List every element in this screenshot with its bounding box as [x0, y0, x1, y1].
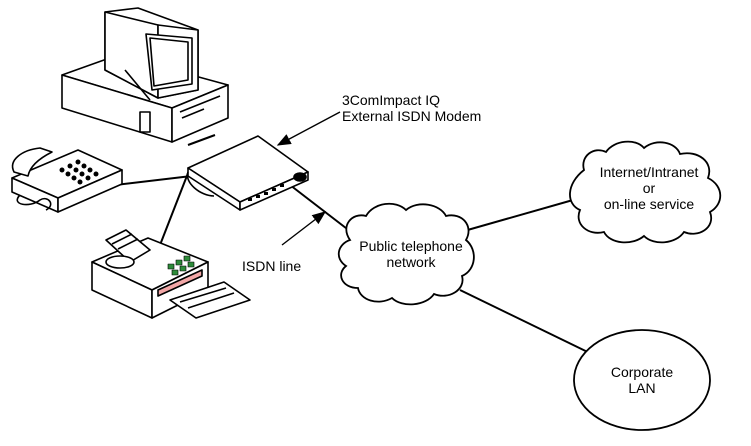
fax-machine-icon [91, 229, 251, 319]
pstn-label-line1: Public telephone [359, 238, 463, 254]
modem-label: 3ComImpact IQ External ISDN Modem [342, 92, 481, 124]
lan-ellipse [573, 329, 711, 431]
isdn-callout-arrow [281, 211, 327, 246]
internet-label-line3: on-line service [603, 196, 695, 212]
internet-label-line1: Internet/Intranet [599, 164, 699, 180]
pstn-lan-link [459, 289, 601, 359]
telephone-icon [11, 147, 123, 213]
pstn-label-line2: network [386, 254, 436, 270]
modem-callout-arrow [276, 111, 341, 146]
isdn-line-label: ISDN line [242, 258, 302, 274]
callout-arrows [276, 111, 341, 246]
pstn-label: Public telephone network [356, 238, 466, 270]
lan-label-line1: Corporate [610, 364, 674, 380]
modem-icon [186, 135, 309, 211]
internet-label: Internet/Intranet or on-line service [584, 164, 714, 212]
internet-label-line2: or [642, 180, 656, 196]
modem-label-line1: 3ComImpact IQ [342, 92, 441, 108]
computer-icon [61, 7, 229, 143]
lan-label: Corporate LAN [602, 364, 682, 396]
computer-modem-link [187, 134, 216, 146]
pstn-cloud [337, 202, 475, 306]
lan-label-line2: LAN [628, 380, 656, 396]
pstn-internet-link [449, 197, 581, 236]
internet-cloud [569, 140, 722, 244]
fax-modem-link [159, 167, 191, 246]
isdn-line [289, 184, 356, 236]
modem-label-line2: External ISDN Modem [342, 108, 482, 124]
